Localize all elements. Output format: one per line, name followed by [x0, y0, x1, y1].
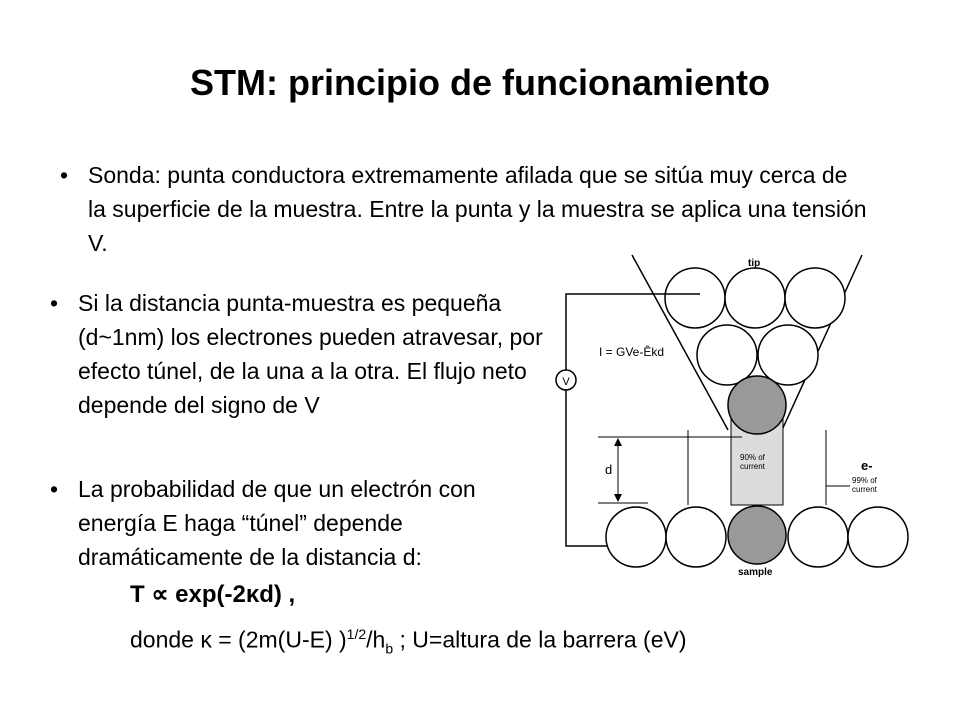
- bullet-text: Sonda: punta conductora extremamente afi…: [88, 162, 867, 256]
- kappa-exponent: 1/2: [346, 626, 367, 642]
- voltage-label: V: [562, 376, 570, 388]
- tip-atom: [757, 324, 819, 386]
- bullet-probe: • Sonda: punta conductora extremamente a…: [60, 158, 868, 260]
- current-equation-label: I = GVe-Êkd: [599, 344, 664, 359]
- slide-title: STM: principio de funcionamiento: [190, 62, 770, 103]
- current-99-label: 99% of: [852, 476, 878, 485]
- tip-outline-left: [631, 254, 729, 431]
- kappa-mid: /h: [366, 626, 386, 653]
- kappa-subscript: b: [385, 640, 394, 657]
- sample-atom: [787, 506, 849, 568]
- tip-atom: [664, 267, 726, 329]
- current-90-label-2: current: [740, 462, 766, 471]
- sample-atom: [665, 506, 727, 568]
- kappa-definition: donde κ = (2m(U-E) )1/2/hb ; U=altura de…: [130, 626, 687, 656]
- sample-atom: [605, 506, 667, 568]
- arrow-head-up: [614, 438, 622, 446]
- bullet-text: La probabilidad de que un electrón con e…: [78, 476, 476, 570]
- electron-label: e-: [861, 458, 873, 473]
- tip-atom: [696, 324, 758, 386]
- bullet-tunnel-effect: • Si la distancia punta-muestra es peque…: [50, 286, 548, 422]
- bullet-marker: •: [60, 162, 69, 188]
- arrow-head-down: [614, 494, 622, 502]
- current-90-label: 90% of: [740, 453, 766, 462]
- tip-apex-atom: [727, 375, 787, 435]
- sample-atom: [847, 506, 909, 568]
- tip-label: tip: [748, 258, 760, 269]
- sample-label: sample: [738, 567, 773, 578]
- sample-center-atom: [727, 505, 787, 565]
- current-99-label-2: current: [852, 485, 878, 494]
- kappa-suffix: ; U=altura de la barrera (eV): [393, 626, 687, 653]
- distance-label: d: [605, 462, 612, 477]
- tunnel-probability-formula: T ∝ exp(-2κd) ,: [130, 581, 296, 608]
- bullet-marker: •: [50, 290, 59, 316]
- voltage-source-icon: [555, 369, 577, 391]
- bullet-probability: • La probabilidad de que un electrón con…: [50, 472, 558, 574]
- circuit-wire: [565, 293, 700, 547]
- tip-atom: [784, 267, 846, 329]
- bullet-marker: •: [50, 476, 59, 502]
- tip-outline-right: [781, 254, 863, 431]
- bullet-text: Si la distancia punta-muestra es pequeña…: [78, 290, 543, 418]
- kappa-prefix: donde κ = (2m(U-E) ): [130, 626, 347, 653]
- tip-atom: [724, 267, 786, 329]
